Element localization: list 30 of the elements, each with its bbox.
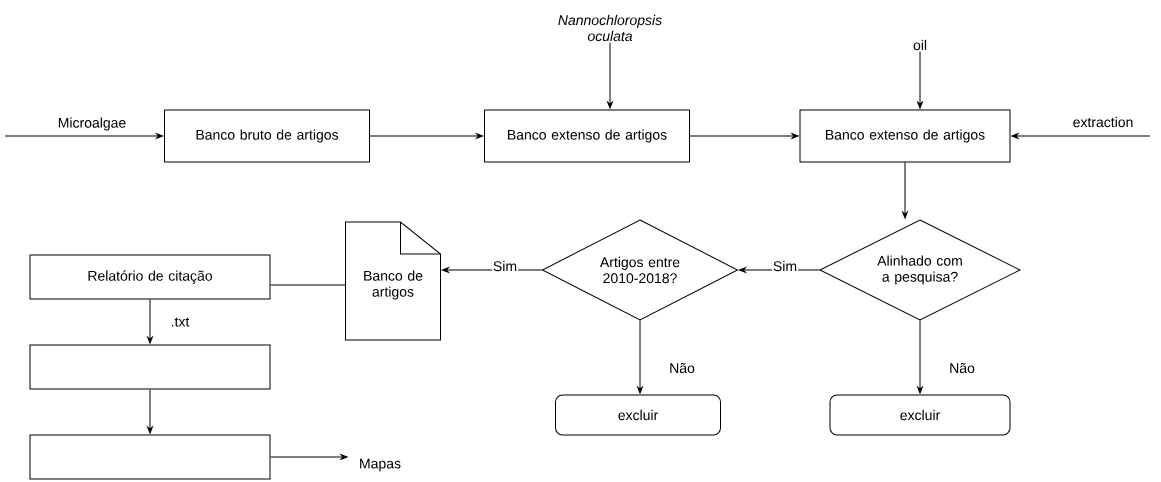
input-text: oil (913, 39, 927, 51)
process-box: Relatório de citação (29, 254, 271, 300)
arrow (917, 51, 923, 109)
arrow (607, 42, 613, 109)
input-text: Mapas (360, 458, 401, 472)
process-box: Banco extenso de artigos (484, 109, 690, 163)
arrow (689, 133, 799, 139)
terminal-box: excluir (555, 394, 721, 436)
input-text: Nannochloropsis oculata (558, 14, 662, 42)
arrow (1011, 133, 1151, 139)
edge-label: Sim (491, 259, 519, 273)
edge-label: Microalgae (56, 116, 128, 132)
arrow (637, 320, 643, 394)
process-box: Banco extenso de artigos (799, 109, 1011, 163)
edge-label: Não (948, 361, 976, 375)
arrow (4, 133, 164, 139)
edge-label: .txt (169, 316, 191, 328)
process-box (29, 434, 271, 480)
edge-label: Sim (771, 259, 799, 273)
arrow (917, 320, 923, 394)
edge-label: Não (668, 361, 696, 375)
arrow (902, 162, 908, 219)
arrow (147, 389, 153, 434)
edge-label: extraction (1071, 115, 1135, 129)
arrow (270, 454, 348, 460)
arrow (369, 133, 484, 139)
arrow (147, 299, 153, 344)
process-box (29, 344, 271, 390)
process-box: Banco bruto de artigos (164, 109, 370, 163)
terminal-box: excluir (829, 394, 1011, 436)
